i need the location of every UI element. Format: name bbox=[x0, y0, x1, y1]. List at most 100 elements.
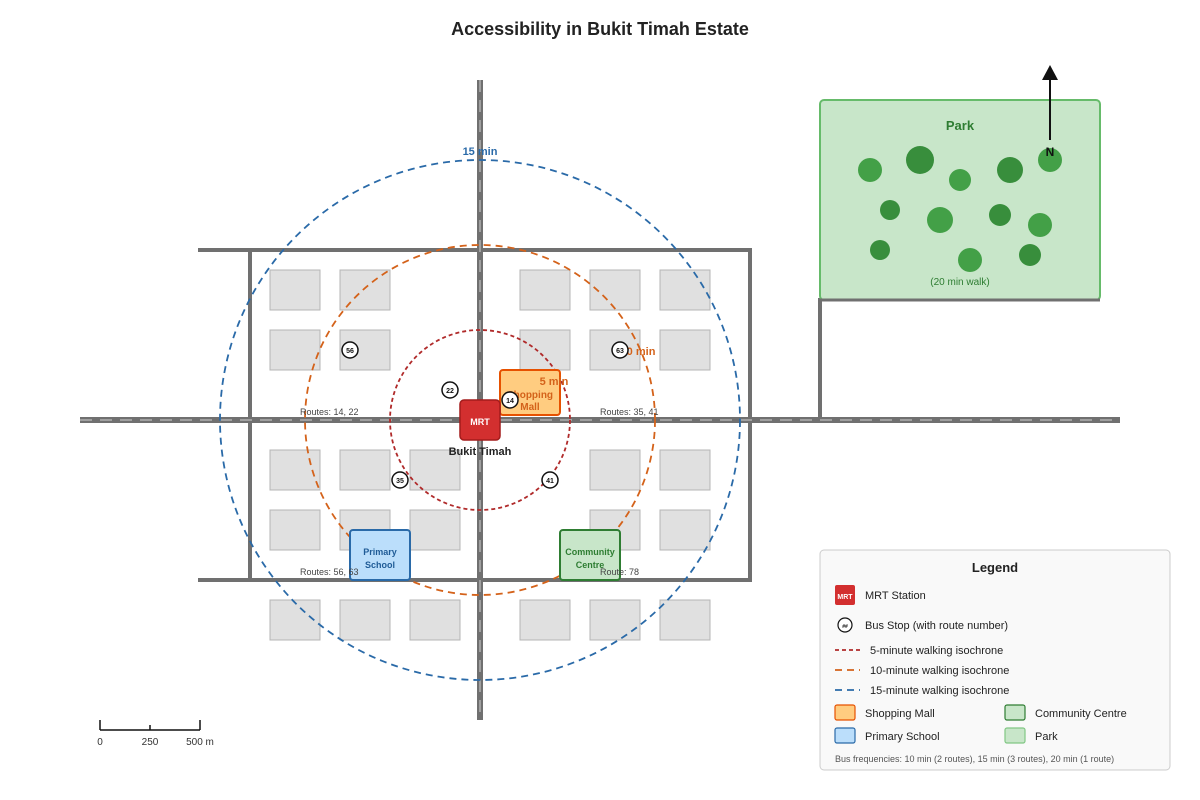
legend-community-swatch bbox=[1004, 704, 1026, 721]
mrt-station-name: Bukit Timah bbox=[449, 446, 512, 458]
shopping-mall-label-line2: Mall bbox=[520, 402, 540, 413]
scale-bar: 0 250 500 m bbox=[97, 720, 214, 748]
building bbox=[659, 329, 711, 371]
legend-iso10-label: 10-minute walking isochrone bbox=[870, 665, 1009, 677]
legend-school-swatch bbox=[834, 727, 856, 744]
bus-stop: 41 bbox=[541, 471, 559, 489]
street-network bbox=[198, 248, 822, 582]
tree-icon bbox=[997, 157, 1023, 183]
legend-mall-label: Shopping Mall bbox=[865, 708, 935, 720]
legend-bus-stop-icon bbox=[837, 617, 853, 633]
park-label: Park bbox=[946, 118, 975, 133]
tree-icon bbox=[1038, 148, 1062, 172]
legend-park-swatch bbox=[1004, 727, 1026, 744]
route-label-sw: Routes: 56, 63 bbox=[300, 567, 359, 577]
primary-school: Primary School bbox=[349, 529, 411, 581]
tree-icon bbox=[989, 204, 1011, 226]
building bbox=[519, 269, 571, 311]
bus-stop: 22 bbox=[441, 381, 459, 399]
legend-panel bbox=[819, 549, 1171, 771]
building bbox=[659, 449, 711, 491]
bus-stop-number: 14 bbox=[506, 398, 514, 405]
mrt-icon bbox=[459, 399, 501, 441]
building bbox=[269, 509, 321, 551]
bus-stop-icon bbox=[441, 381, 459, 399]
isochrone-10min bbox=[304, 244, 656, 596]
isochrone-15min-label: 15 min bbox=[463, 146, 498, 158]
building bbox=[339, 599, 391, 641]
bus-stop: 14 bbox=[501, 391, 519, 409]
bus-stop-number: 35 bbox=[396, 478, 404, 485]
legend-community-label: Community Centre bbox=[1035, 708, 1127, 720]
park: Park (20 min walk) bbox=[819, 99, 1101, 302]
bus-stop-icon bbox=[501, 391, 519, 409]
building bbox=[519, 329, 571, 371]
bus-stop-icon bbox=[391, 471, 409, 489]
mrt-badge: MRT bbox=[470, 417, 490, 427]
bus-stop-number: 41 bbox=[546, 478, 554, 485]
tree-icon bbox=[949, 169, 971, 191]
park-walk-note: (20 min walk) bbox=[930, 277, 989, 288]
legend-bus-stop-label: Bus Stop (with route number) bbox=[865, 620, 1008, 632]
community-centre-label-line2: Centre bbox=[576, 560, 605, 570]
tree-icon bbox=[958, 248, 982, 272]
tree-icon bbox=[1028, 213, 1052, 237]
legend-park-label: Park bbox=[1035, 731, 1058, 743]
legend-school-label: Primary School bbox=[865, 731, 940, 743]
tree-icon bbox=[906, 146, 934, 174]
legend-title: Legend bbox=[972, 560, 1018, 575]
isochrone-5min-label: 5 min bbox=[540, 376, 569, 388]
tree-icon bbox=[880, 200, 900, 220]
legend: Legend MRT MRT Station ## Bus Stop (with… bbox=[819, 549, 1171, 771]
scale-bar-label: 0 bbox=[97, 737, 103, 748]
legend-footnote: Bus frequencies: 10 min (2 routes), 15 m… bbox=[835, 754, 1114, 764]
bus-stop-icon bbox=[341, 341, 359, 359]
legend-mrt-badge: MRT bbox=[837, 594, 853, 601]
mrt-station: MRT Bukit Timah bbox=[449, 399, 512, 458]
bus-stop-number: 63 bbox=[616, 348, 624, 355]
tree-icon bbox=[870, 240, 890, 260]
building bbox=[409, 599, 461, 641]
building bbox=[409, 509, 461, 551]
legend-iso15-label: 15-minute walking isochrone bbox=[870, 685, 1009, 697]
building bbox=[269, 599, 321, 641]
isochrones bbox=[219, 159, 741, 681]
building bbox=[589, 599, 641, 641]
tree-icon bbox=[858, 158, 882, 182]
building bbox=[339, 449, 391, 491]
scale-bar-label: 250 bbox=[142, 737, 159, 748]
park-trees bbox=[858, 146, 1062, 272]
community-centre-label-line1: Community bbox=[565, 547, 615, 557]
tree-icon bbox=[1019, 244, 1041, 266]
bus-stops: 56 63 22 14 35 41 bbox=[341, 341, 629, 489]
bus-stop-icon bbox=[541, 471, 559, 489]
building bbox=[589, 449, 641, 491]
map-title: Accessibility in Bukit Timah Estate bbox=[451, 19, 749, 39]
primary-school-marker bbox=[349, 529, 411, 581]
legend-bus-stop-badge: ## bbox=[842, 624, 848, 630]
building bbox=[659, 509, 711, 551]
bus-stop: 63 bbox=[611, 341, 629, 359]
isochrone-5min bbox=[389, 329, 571, 511]
building bbox=[269, 269, 321, 311]
primary-school-label-line2: School bbox=[365, 560, 395, 570]
building bbox=[269, 449, 321, 491]
legend-mrt-icon bbox=[835, 585, 855, 605]
bus-stop: 56 bbox=[341, 341, 359, 359]
scale-bar-label: 500 m bbox=[186, 737, 214, 748]
route-label-se: Route: 78 bbox=[600, 567, 639, 577]
primary-school-label-line1: Primary bbox=[363, 547, 397, 557]
shopping-mall-label-line1: Shopping bbox=[507, 390, 553, 401]
legend-mall-swatch bbox=[834, 704, 856, 721]
bus-stop-icon bbox=[611, 341, 629, 359]
community-centre-marker bbox=[559, 529, 621, 581]
building bbox=[339, 269, 391, 311]
legend-mrt-label: MRT Station bbox=[865, 590, 926, 602]
bus-stop: 35 bbox=[391, 471, 409, 489]
building bbox=[269, 329, 321, 371]
north-label: N bbox=[1046, 145, 1055, 159]
bus-stop-number: 22 bbox=[446, 388, 454, 395]
building bbox=[409, 449, 461, 491]
isochrone-10min-label: 10 min bbox=[621, 346, 656, 358]
